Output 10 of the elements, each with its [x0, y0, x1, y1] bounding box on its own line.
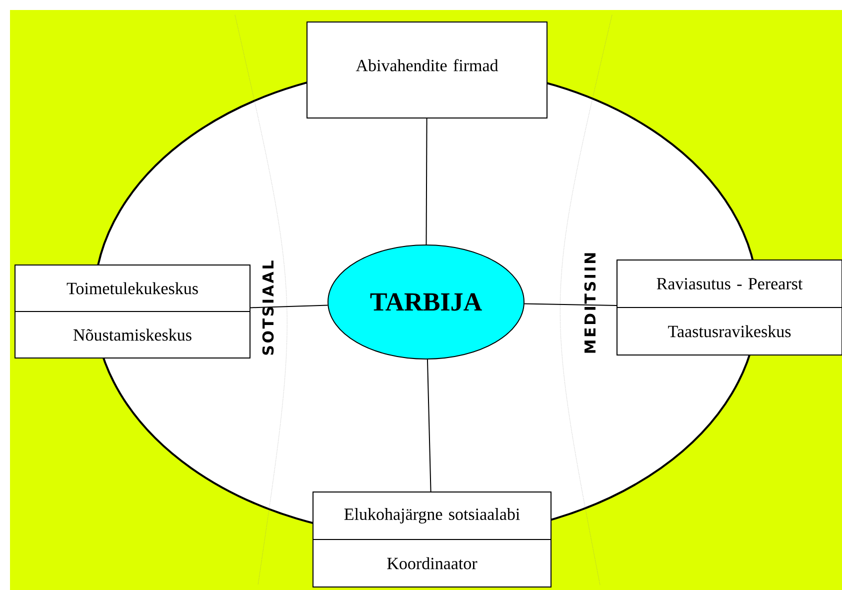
- label-box: Abivahendite firmad: [306, 22, 548, 118]
- vertical-label: MEDITSIIN: [584, 253, 596, 353]
- vertical-label: SOTSIAAL: [262, 260, 274, 355]
- connector-line: [426, 118, 428, 245]
- label-box: Toimetulekukeskus Nõustamiskeskus: [14, 264, 250, 358]
- connector-line: [426, 359, 432, 492]
- label-box: Raviasutus - Perearst Taastusravikeskus: [616, 260, 842, 356]
- connector-line: [524, 303, 617, 306]
- connector-line: [250, 304, 328, 308]
- label-box: Elukohajärgne sotsiaalabi Koordinaator: [312, 492, 552, 588]
